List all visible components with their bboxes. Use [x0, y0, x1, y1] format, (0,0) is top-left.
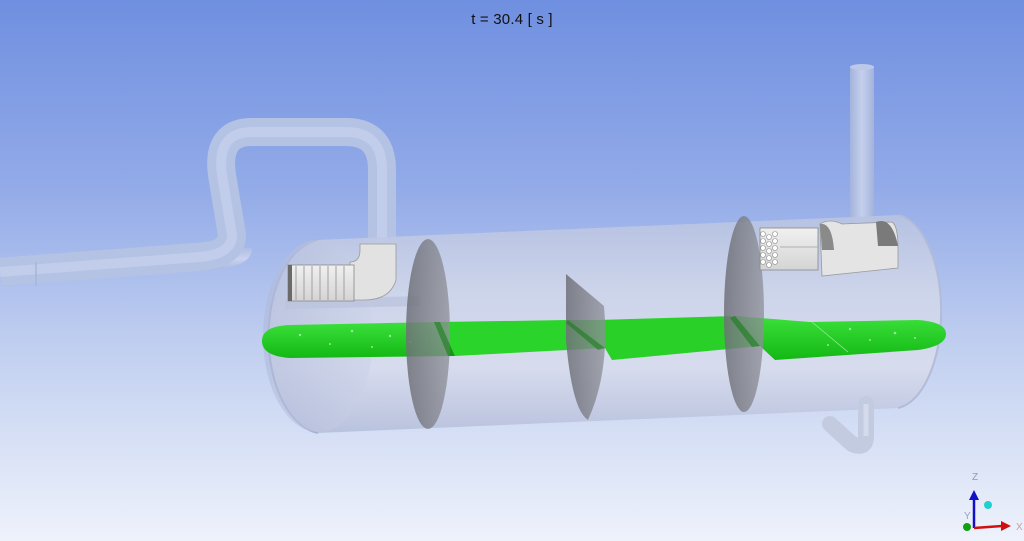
y-axis-point — [963, 523, 971, 531]
baffle-plate-3 — [724, 216, 764, 412]
liquid-baffle-intersection — [434, 322, 455, 356]
liquid-outlet-pipe — [822, 396, 874, 454]
axis-x-label: X — [1016, 522, 1023, 533]
z-axis-arrowhead — [969, 490, 979, 500]
view-direction-point — [984, 501, 992, 509]
gas-outlet-pipe — [850, 64, 874, 236]
axis-z-label: Z — [972, 472, 978, 483]
liquid-baffle-intersection — [730, 316, 760, 347]
baffle-plate-1 — [406, 239, 450, 429]
baffle-plate-2 — [566, 274, 606, 420]
x-axis-arrow — [973, 524, 1003, 530]
inlet-diffuser-vane-pack — [287, 243, 397, 302]
x-axis-arrowhead — [1001, 521, 1011, 531]
inlet-pipe — [0, 118, 396, 286]
axis-y-label: Y — [964, 511, 971, 522]
simulation-time-label: t = 30.4 [ s ] — [471, 11, 553, 28]
axis-triad: Z Y X — [963, 472, 1023, 533]
mist-eliminator-mesh-pad — [759, 220, 899, 277]
liquid-baffle-intersection — [566, 320, 605, 350]
